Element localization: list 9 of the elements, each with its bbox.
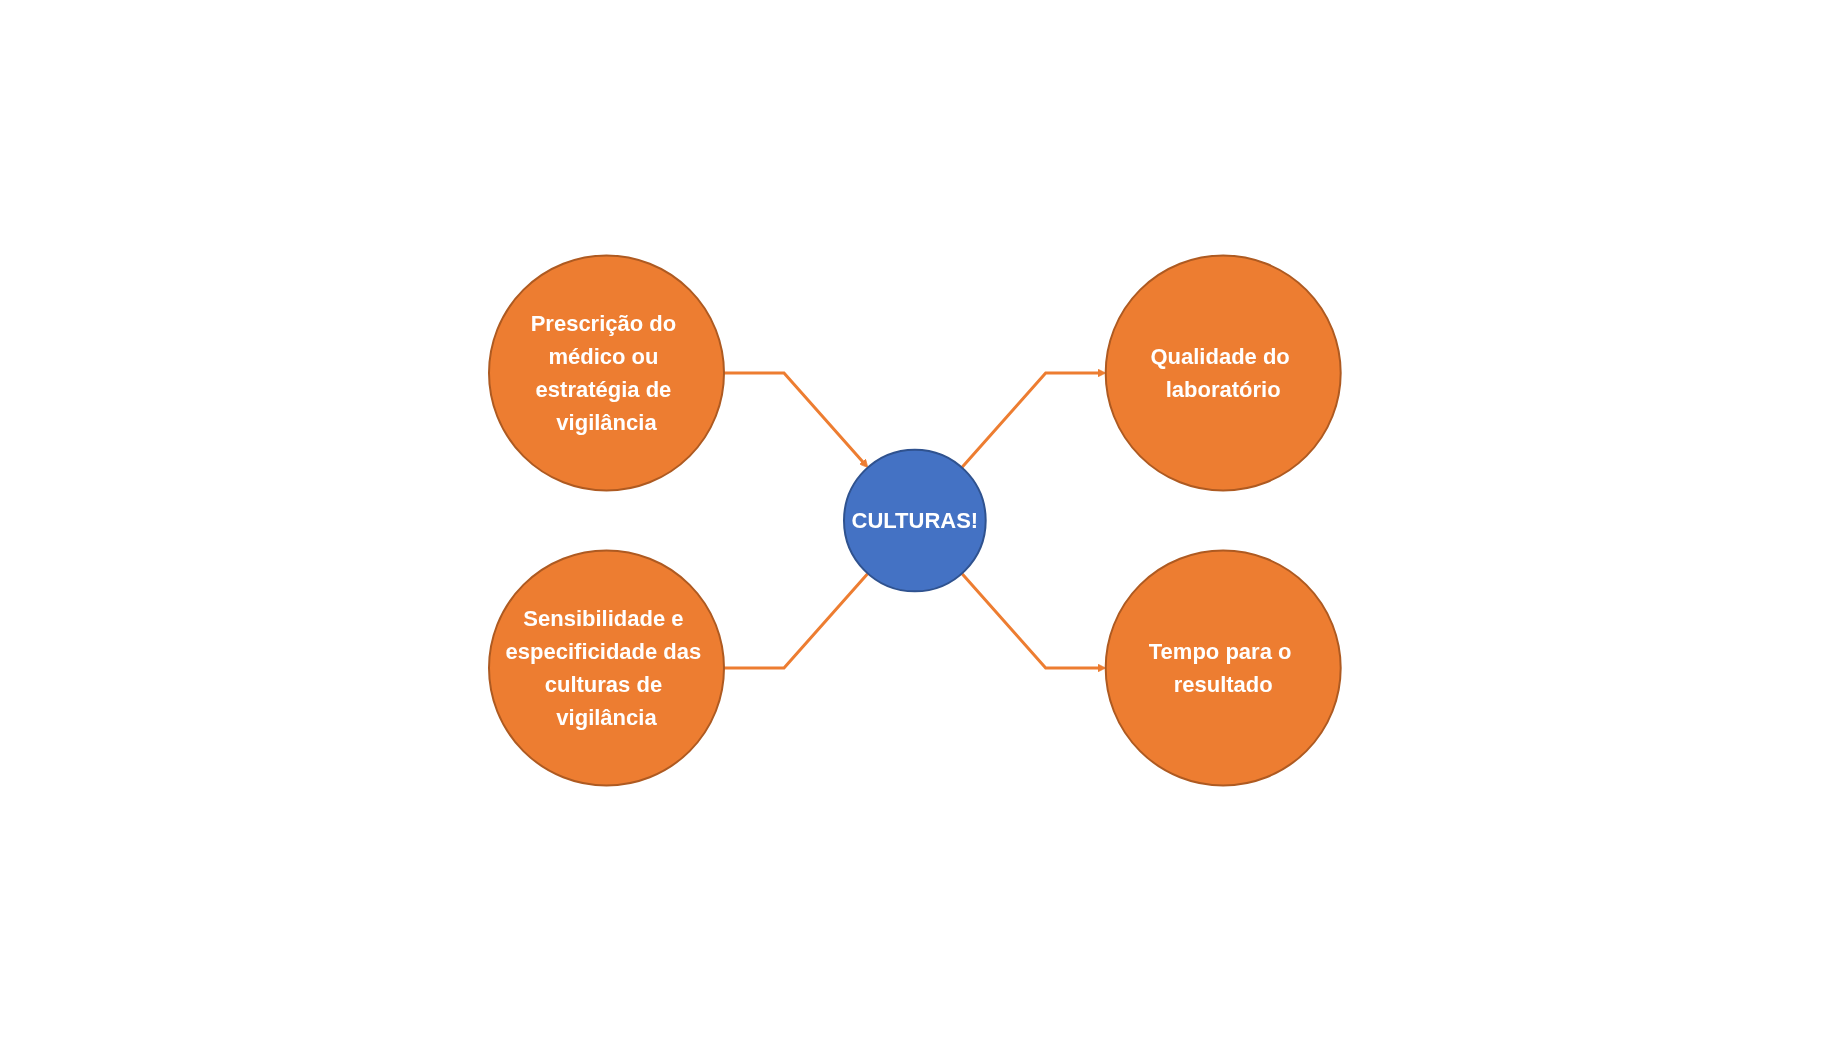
node-circle: Qualidade do laboratório	[1104, 254, 1342, 492]
node-circle: Tempo para o resultado	[1104, 549, 1342, 787]
arrow	[723, 371, 868, 468]
node-circle: Sensibilidade e especificidade das culturas de vigilância	[487, 549, 725, 787]
node-circle: Prescrição do médico ou estratégia de vigilância	[487, 254, 725, 492]
arrow	[960, 368, 1106, 469]
node-circle: CULTURAS!	[842, 448, 987, 593]
arrow	[960, 572, 1106, 673]
connector	[723, 572, 869, 670]
